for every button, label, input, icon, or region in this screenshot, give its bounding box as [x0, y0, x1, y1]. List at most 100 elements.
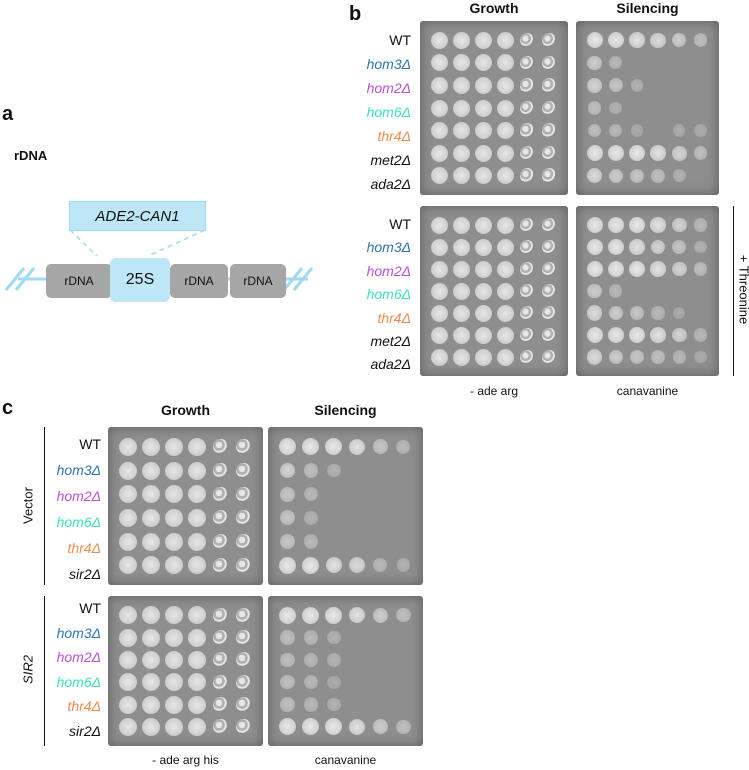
colony-spot — [372, 607, 388, 623]
colony-spot — [302, 556, 320, 574]
colony-spot — [164, 437, 183, 456]
strain-label: met2Δ — [370, 152, 411, 168]
strain-label: hom3Δ — [366, 56, 411, 72]
colony-spot — [280, 697, 295, 712]
colony-spot — [607, 32, 624, 49]
colony-spot — [586, 305, 603, 321]
colony-spot — [430, 122, 448, 140]
plate-b-growth-top — [420, 21, 568, 195]
colony-spot — [327, 630, 341, 645]
colony-spot — [235, 510, 252, 526]
colony-spot — [519, 327, 535, 343]
colony-spot — [519, 168, 535, 183]
colony-spot — [430, 238, 448, 256]
colony-spot — [235, 629, 252, 646]
colony-spot — [430, 282, 448, 300]
colony-spot — [235, 439, 252, 455]
colony-spot — [164, 485, 183, 504]
colony-spot — [212, 674, 228, 690]
colony-spot — [141, 508, 160, 527]
colony-spot — [694, 350, 707, 364]
strain-label: hom3Δ — [366, 239, 411, 256]
colony-spot — [474, 282, 492, 300]
colony-spot — [496, 167, 514, 185]
colony-spot — [164, 508, 183, 527]
colony-spot — [325, 556, 343, 574]
colony-spot — [586, 327, 603, 343]
colony-spot — [651, 306, 665, 320]
strain-label: hom6Δ — [56, 673, 101, 690]
colony-spot — [519, 217, 535, 233]
colony-spot — [141, 437, 160, 456]
colony-spot — [164, 606, 183, 625]
colony-spot — [541, 145, 557, 161]
colony-spot — [629, 306, 644, 320]
colony-spot — [607, 261, 624, 277]
colony-spot — [474, 238, 492, 256]
colony-spot — [325, 606, 343, 624]
colony-spot — [118, 650, 137, 669]
colony-spot — [519, 145, 535, 161]
colony-spot — [609, 123, 623, 138]
colony-spot — [348, 718, 366, 736]
colony-spot — [188, 673, 207, 692]
colony-spot — [651, 350, 665, 364]
colony-spot — [452, 326, 470, 344]
colony-spot — [519, 239, 535, 255]
colony-spot — [212, 533, 228, 550]
insert-dash-right — [147, 229, 206, 257]
break-mark-left-1 — [4, 267, 26, 291]
colony-spot — [496, 99, 514, 117]
colony-spot — [164, 673, 183, 692]
colony-spot — [673, 306, 686, 320]
panel-letter-a: a — [2, 103, 14, 125]
colony-spot — [693, 328, 707, 342]
colony-spot — [628, 145, 645, 162]
colony-spot — [452, 216, 470, 234]
colony-spot — [118, 556, 137, 575]
colony-spot — [118, 532, 137, 551]
strain-label: hom3Δ — [56, 624, 101, 641]
colony-spot — [586, 217, 603, 233]
strain-label: hom6Δ — [366, 286, 411, 303]
panel-c-footer-canavanine: canavanine — [314, 753, 377, 767]
colony-spot — [164, 717, 183, 736]
colony-spot — [608, 78, 623, 93]
colony-spot — [496, 216, 514, 234]
colony-spot — [586, 145, 603, 162]
colony-spot — [235, 462, 252, 479]
colony-spot — [118, 717, 137, 736]
colony-spot — [672, 240, 687, 254]
colony-spot — [452, 282, 470, 300]
colony-spot — [164, 461, 183, 480]
colony-spot — [212, 510, 228, 526]
colony-spot — [628, 327, 645, 343]
colony-spot — [628, 261, 645, 277]
colony-spot — [629, 239, 645, 255]
colony-spot — [235, 719, 252, 735]
colony-spot — [235, 533, 252, 550]
colony-spot — [303, 652, 318, 667]
colony-spot — [141, 461, 160, 480]
colony-spot — [519, 100, 535, 116]
colony-spot — [118, 485, 137, 504]
colony-spot — [693, 146, 708, 160]
colony-spot — [671, 145, 687, 161]
colony-spot — [430, 348, 448, 366]
plate-c-growth-bottom — [108, 596, 263, 746]
colony-spot — [212, 719, 228, 735]
colony-spot — [496, 304, 514, 322]
insert-box-ade2-can1: ADE2-CAN1 — [69, 201, 206, 231]
colony-spot — [650, 327, 666, 343]
colony-spot — [672, 169, 686, 183]
threonine-label: + Threonine — [736, 255, 749, 325]
insert-dash-left — [69, 229, 98, 257]
colony-spot — [474, 31, 492, 49]
colony-spot — [280, 486, 296, 502]
colony-spot — [609, 56, 623, 70]
colony-spot — [430, 304, 448, 322]
strain-label: ada2Δ — [370, 176, 411, 192]
colony-spot — [141, 673, 160, 692]
panel-b-footer-media: - ade arg — [469, 384, 519, 398]
plate-b-silencing-top — [576, 21, 719, 195]
